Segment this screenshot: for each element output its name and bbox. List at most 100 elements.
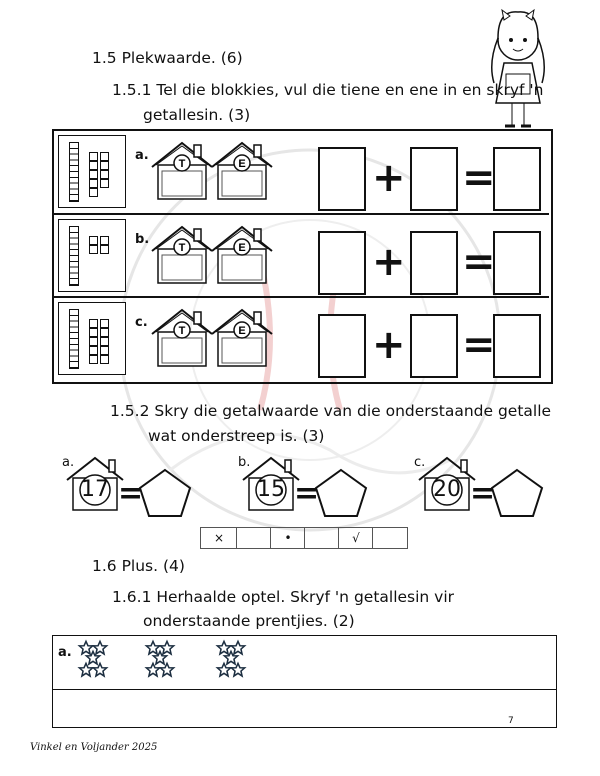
svg-text:E: E (238, 325, 245, 337)
score-box: • (270, 527, 305, 549)
ones-cube (100, 236, 109, 245)
number-value: 15 (257, 477, 285, 502)
star-icon (144, 639, 162, 656)
star-group (77, 639, 118, 682)
score-box (372, 527, 408, 549)
ones-cube (89, 328, 98, 337)
section-title-addition: 1.6 Plus. (4) (92, 557, 185, 575)
plus-sign: + (372, 322, 406, 368)
blocks-picture-box (58, 302, 126, 375)
item-label: b. (238, 455, 251, 470)
answer-box[interactable] (410, 314, 458, 378)
ones-cube (89, 355, 98, 364)
ones-cube (100, 179, 109, 188)
blocks-table (52, 129, 553, 384)
ones-cube (89, 170, 98, 179)
ones-cube (89, 161, 98, 170)
instruction-1-6-1-line2: onderstaande prentjies. (2) (143, 612, 355, 630)
answer-box[interactable] (410, 147, 458, 211)
instruction-1-5-1-line1: 1.5.1 Tel die blokkies, vul die tiene en… (112, 81, 544, 99)
answer-area[interactable] (58, 691, 552, 724)
star-icon (215, 661, 233, 678)
equals-sign: = (470, 476, 496, 511)
tens-rod (69, 142, 79, 202)
row-label: a. (58, 645, 72, 660)
star-icon (77, 639, 95, 656)
star-icon (84, 649, 102, 666)
svg-text:E: E (238, 242, 245, 254)
star-icon (77, 661, 95, 678)
footer-credit: Vinkel en Voljander 2025 (30, 742, 158, 753)
answer-box-total[interactable] (493, 231, 541, 295)
ones-cube (89, 319, 98, 328)
plus-sign: + (372, 239, 406, 285)
row-divider (54, 296, 549, 298)
addition-table (52, 635, 557, 728)
answer-box[interactable] (410, 231, 458, 295)
blocks-picture-box (58, 135, 126, 208)
answer-pentagon[interactable] (138, 468, 192, 518)
answer-line-divider (53, 689, 556, 690)
star-icon (144, 661, 162, 678)
number-house (417, 454, 477, 514)
number-house (241, 454, 301, 514)
number-value: 20 (433, 477, 461, 502)
row-label: a. (135, 148, 149, 163)
equals-sign: = (462, 155, 496, 201)
item-label: a. (62, 455, 75, 470)
row-label: b. (135, 232, 150, 247)
ones-cube (100, 346, 109, 355)
ones-house[interactable]: E (210, 225, 274, 285)
row-divider (54, 213, 549, 215)
number-value: 17 (81, 477, 109, 502)
row-label: c. (135, 315, 148, 330)
instruction-1-5-1-line2: getallesin. (3) (143, 106, 251, 124)
tens-house[interactable]: T (150, 225, 214, 285)
score-box (236, 527, 271, 549)
ones-cube (100, 245, 109, 254)
equals-sign: = (118, 476, 144, 511)
answer-box[interactable] (318, 147, 366, 211)
ones-cube (89, 245, 98, 254)
equals-sign: = (462, 322, 496, 368)
ones-cube (100, 170, 109, 179)
star-icon (229, 639, 247, 656)
score-box: √ (338, 527, 373, 549)
page-number: 7 (508, 716, 514, 726)
star-icon (151, 649, 169, 666)
answer-pentagon[interactable] (490, 468, 544, 518)
plus-sign: + (372, 155, 406, 201)
star-icon (215, 639, 233, 656)
svg-text:E: E (238, 158, 245, 170)
answer-box-total[interactable] (493, 147, 541, 211)
tens-rod (69, 309, 79, 369)
tens-rod (69, 226, 79, 286)
ones-house[interactable]: E (210, 308, 274, 368)
ones-cube (89, 179, 98, 188)
ones-cube (89, 337, 98, 346)
score-box (304, 527, 339, 549)
tens-house[interactable]: T (150, 308, 214, 368)
instruction-1-6-1-line1: 1.6.1 Herhaalde optel. Skryf 'n getalles… (112, 588, 455, 606)
star-icon (91, 639, 109, 656)
star-icon (158, 639, 176, 656)
equals-sign: = (294, 476, 320, 511)
answer-box[interactable] (318, 231, 366, 295)
star-icon (229, 661, 247, 678)
score-box: × (200, 527, 237, 549)
answer-box-total[interactable] (493, 314, 541, 378)
answer-pentagon[interactable] (314, 468, 368, 518)
svg-text:T: T (179, 242, 186, 254)
svg-text:T: T (179, 158, 186, 170)
ones-cube (100, 152, 109, 161)
instruction-1-5-2-line1: 1.5.2 Skry die getalwaarde van die onder… (110, 402, 552, 420)
answer-box[interactable] (318, 314, 366, 378)
ones-house[interactable]: E (210, 141, 274, 201)
tens-house[interactable]: T (150, 141, 214, 201)
ones-cube (100, 319, 109, 328)
ones-cube (89, 236, 98, 245)
instruction-1-5-2-line2: wat onderstreep is. (3) (148, 427, 325, 445)
ones-cube (89, 346, 98, 355)
equals-sign: = (462, 239, 496, 285)
star-group (144, 639, 185, 682)
